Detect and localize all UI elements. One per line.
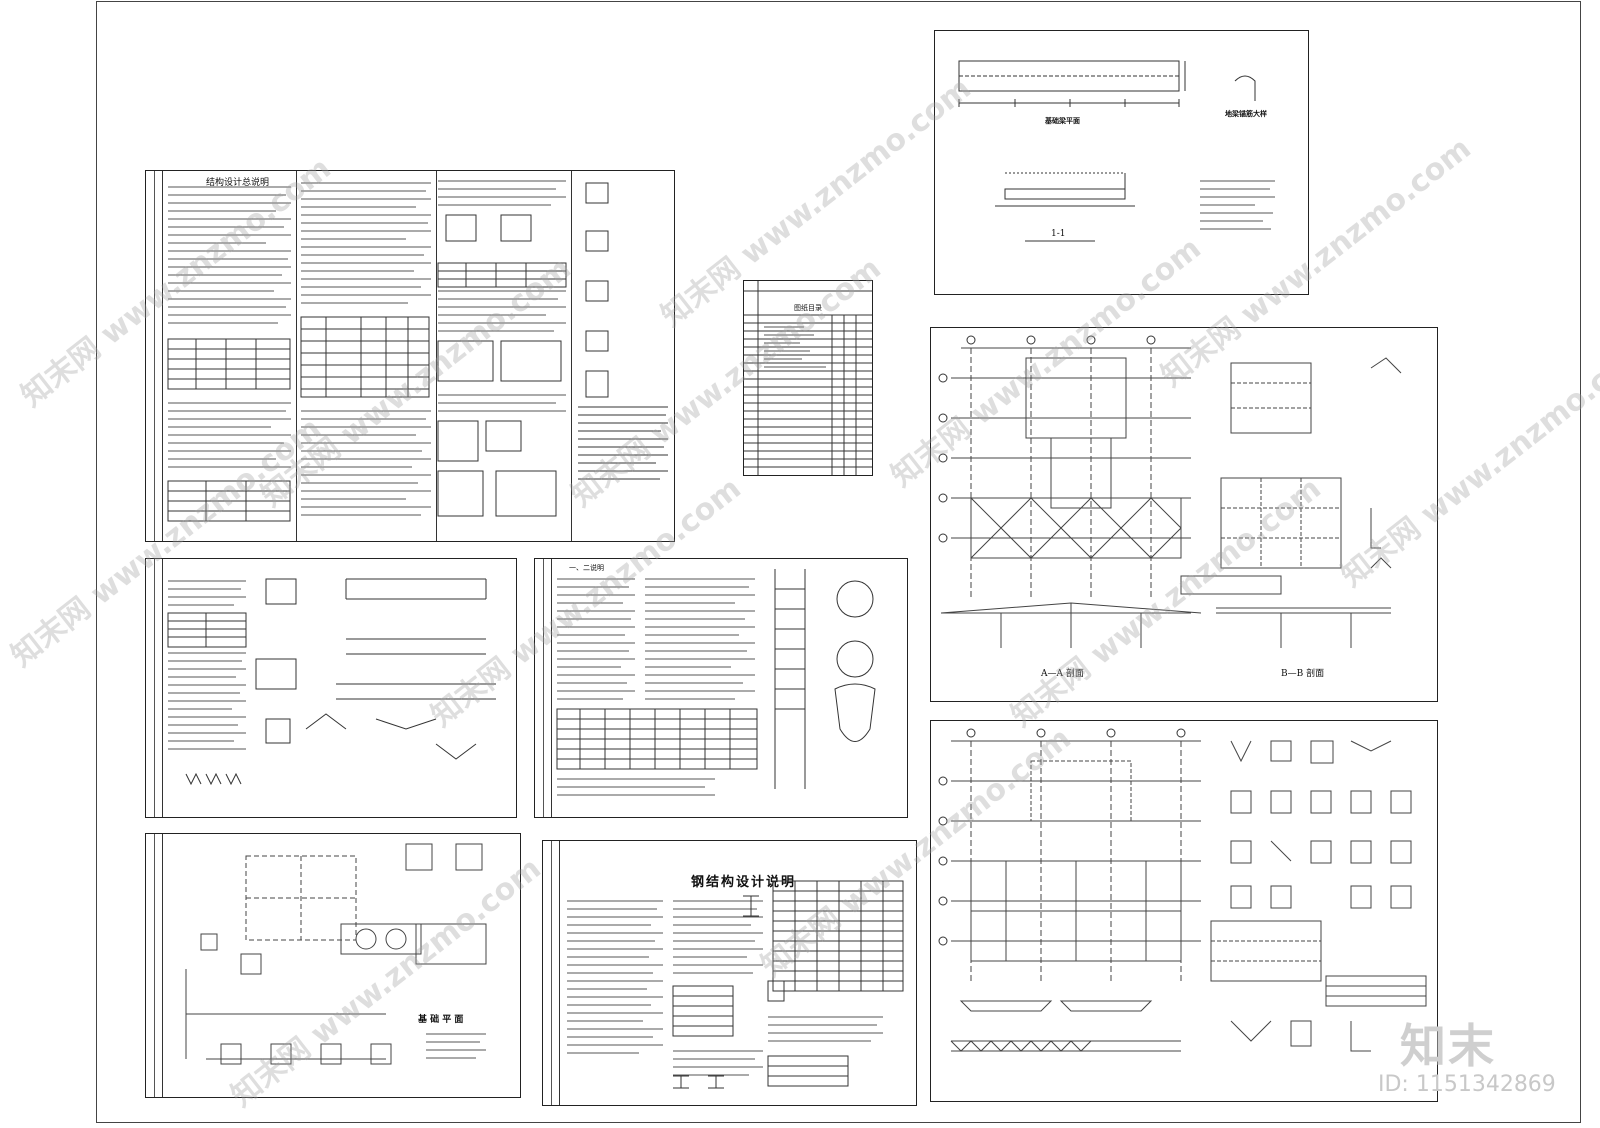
- brand-logo: 知末: [1400, 1019, 1496, 1073]
- sheet-index: 图纸目录: [743, 280, 873, 476]
- framing-plan-drawing: [938, 335, 1402, 648]
- steel-notes-title: 钢结构设计说明: [691, 875, 797, 890]
- sheet-roof-framing: [930, 720, 1438, 1102]
- pile-notes-drawing: [556, 569, 876, 796]
- beam-details-drawing: [167, 578, 496, 786]
- sheet-structural-notes: 结构设计总说明: [145, 170, 675, 542]
- index-table-grid: [744, 281, 872, 475]
- roof-framing-drawing: [938, 728, 1427, 1052]
- beam-plan-drawing: [958, 60, 1275, 242]
- beam-section-label: 1-1: [1051, 229, 1066, 239]
- foundation-plan-title: 基 础 平 面: [418, 1015, 464, 1025]
- foundation-plan-drawing: [185, 843, 487, 1065]
- structural-notes-text-lines: [167, 180, 668, 522]
- section-aa-label: A—A 剖面: [1041, 669, 1084, 679]
- beam-plan-title: 基础梁平面: [1045, 116, 1080, 125]
- pile-notes-title: 一、二说明: [569, 564, 604, 572]
- sheet-title-index: 图纸目录: [794, 304, 822, 312]
- beam-detail-title: 地梁锚筋大样: [1225, 109, 1267, 118]
- sheet-foundation-plan: 基 础 平 面: [145, 833, 521, 1098]
- sheet-beam-plan: 基础梁平面 地梁锚筋大样 1-1: [934, 30, 1309, 295]
- brand-id: ID: 1151342869: [1378, 1072, 1556, 1097]
- sheet-beam-details: [145, 558, 517, 818]
- steel-notes-drawing: [567, 880, 904, 1089]
- section-bb-label: B—B 剖面: [1281, 669, 1325, 679]
- sheet-pile-notes: 一、二说明: [534, 558, 908, 818]
- sheet-steel-notes: 钢结构设计说明: [542, 840, 917, 1106]
- sheet-title-structural-notes: 结构设计总说明: [206, 178, 270, 188]
- sheet-framing-plan: A—A 剖面 B—B 剖面: [930, 327, 1438, 702]
